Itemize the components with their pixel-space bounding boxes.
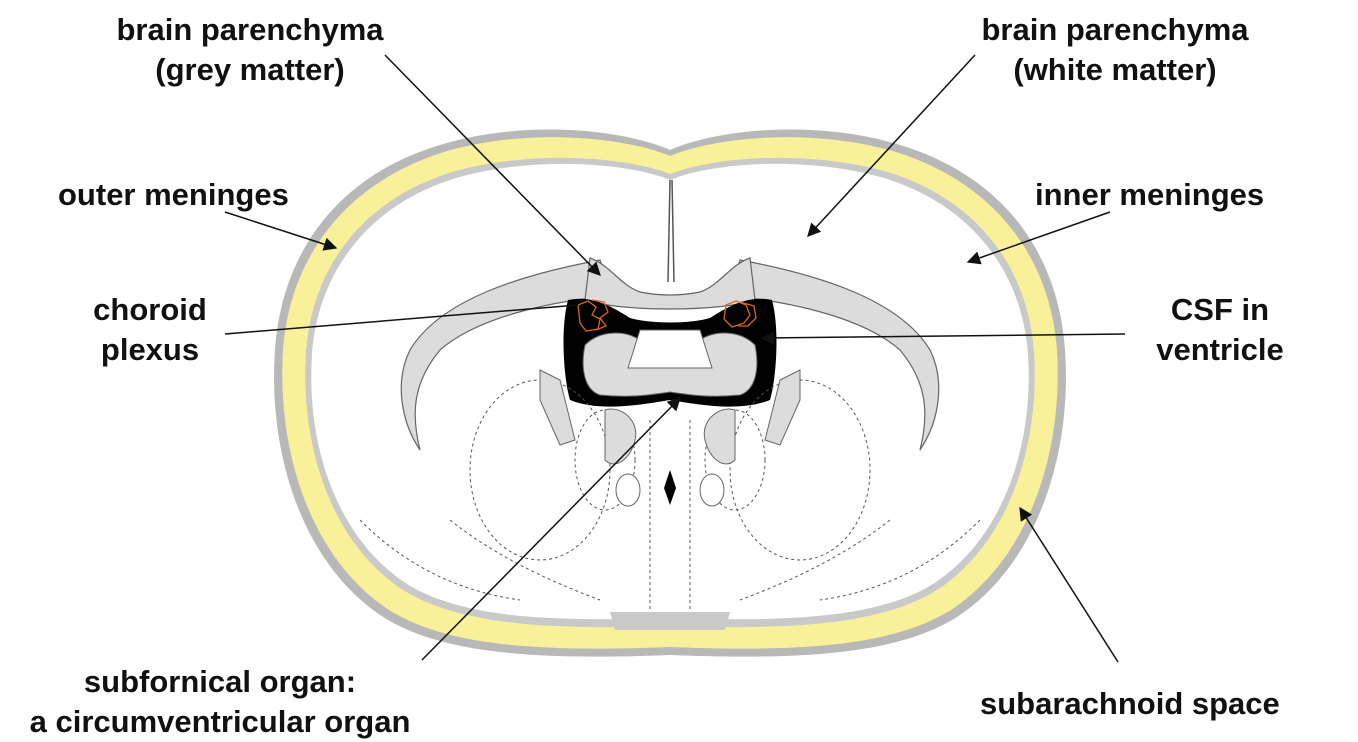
label-subfornical-line1: subfornical organ:	[0, 662, 440, 702]
label-inner-meninges-text: inner meninges	[1035, 175, 1264, 215]
white-ellipse-left	[616, 474, 640, 506]
base-grey	[610, 612, 730, 630]
label-csf-ventricle: CSF in ventricle	[1125, 290, 1315, 370]
label-grey-matter-line1: brain parenchyma	[90, 10, 410, 50]
inner-fornix-hole	[628, 330, 712, 368]
label-choroid-plexus-line1: choroid	[70, 290, 230, 330]
white-ellipse-right	[700, 474, 724, 506]
label-choroid-plexus-line2: plexus	[70, 330, 230, 370]
label-choroid-plexus: choroid plexus	[70, 290, 230, 370]
label-white-matter-line2: (white matter)	[950, 50, 1280, 90]
label-subfornical-organ: subfornical organ: a circumventricular o…	[0, 662, 440, 742]
label-outer-meninges: outer meninges	[58, 175, 289, 215]
label-csf-ventricle-line2: ventricle	[1125, 330, 1315, 370]
label-subarachnoid-space: subarachnoid space	[980, 684, 1280, 724]
label-subfornical-line2: a circumventricular organ	[0, 702, 440, 742]
label-grey-matter: brain parenchyma (grey matter)	[90, 10, 410, 90]
label-white-matter-line1: brain parenchyma	[950, 10, 1280, 50]
label-subarachnoid-text: subarachnoid space	[980, 684, 1280, 724]
arrow-subarachnoid	[1020, 508, 1118, 662]
label-grey-matter-line2: (grey matter)	[90, 50, 410, 90]
label-white-matter: brain parenchyma (white matter)	[950, 10, 1280, 90]
label-csf-ventricle-line1: CSF in	[1125, 290, 1315, 330]
label-outer-meninges-text: outer meninges	[58, 175, 289, 215]
label-inner-meninges: inner meninges	[1035, 175, 1264, 215]
